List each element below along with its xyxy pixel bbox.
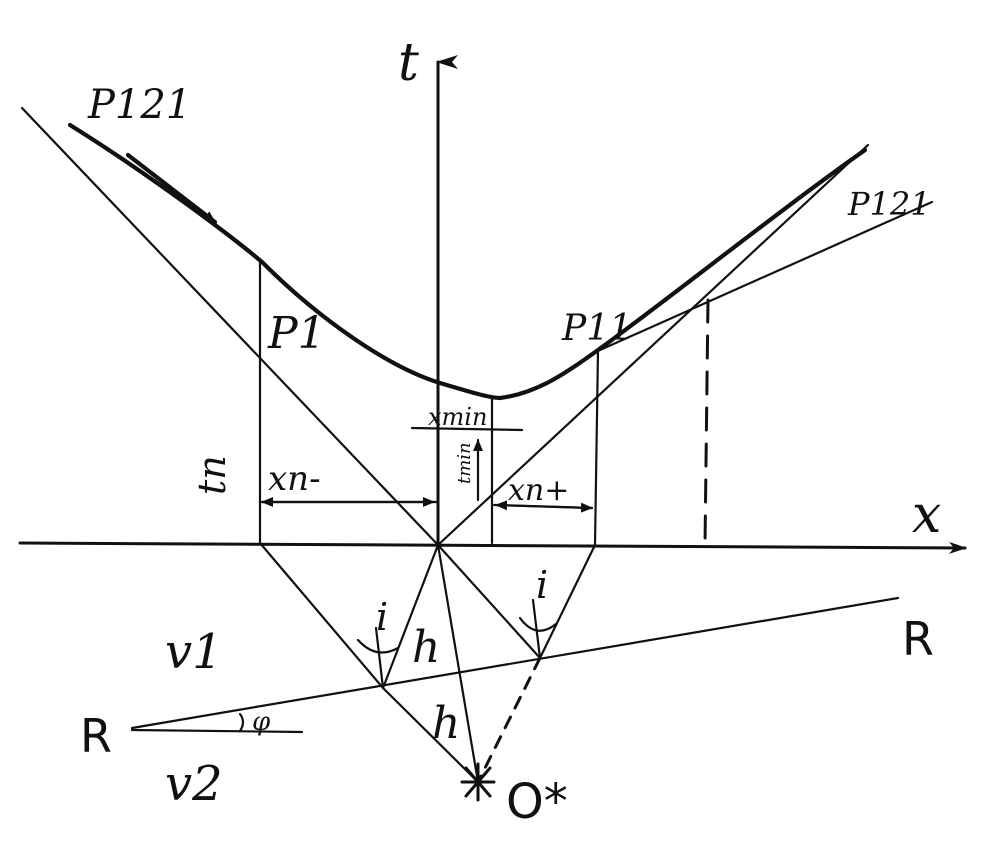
p11-label: P11: [561, 308, 632, 349]
i-right-label: i: [536, 563, 548, 607]
xn-plus-arrow-back: [494, 500, 594, 511]
xmin-label: xmin: [428, 403, 487, 431]
v2-label: v2: [165, 756, 223, 812]
ray-left-reflect-to-image: [381, 686, 480, 784]
xn-minus-label: xn-: [268, 459, 321, 499]
r-left-label: R: [80, 709, 112, 763]
h-upper-label: h: [412, 622, 440, 673]
r-right-label: R: [902, 612, 934, 666]
p121-right-label: P121: [847, 185, 931, 223]
h-lower-label: h: [432, 698, 460, 749]
incidence-normal-left: [374, 626, 385, 690]
crossover-dashed-guide: [703, 298, 710, 547]
incidence-normal-right: [531, 598, 542, 660]
reflected-wave-hyperbola: [67, 122, 868, 401]
i-left-label: i: [376, 595, 388, 639]
ray-origin-to-left-reflect: [381, 543, 440, 690]
tn-label: tn: [190, 455, 234, 495]
p1-label: P1: [267, 308, 326, 359]
incidence-arc-left: [356, 638, 400, 654]
o-star-label: O*: [506, 774, 568, 830]
v1-label: v1: [165, 624, 223, 680]
head-wave-left-line: [125, 152, 218, 225]
p121-left-label: P121: [87, 82, 191, 128]
xmin-arrow: [410, 426, 524, 432]
xn-plus-label: xn+: [508, 473, 569, 508]
incidence-arc-right: [518, 616, 558, 632]
reflector-line: [130, 596, 900, 730]
reflector-reference-line: [130, 728, 304, 734]
ray-right-reflect-to-image: [476, 656, 542, 784]
image-source-star-icon: [460, 762, 496, 802]
ray-origin-to-right-reflect: [436, 543, 542, 660]
ray-left-surface-to-reflect: [258, 541, 385, 690]
x-axis-line: [18, 541, 967, 554]
direct-wave-left-line: [20, 106, 440, 547]
right-vertical-guide: [593, 348, 600, 547]
ray-right-surface-to-reflect: [538, 543, 597, 660]
tmin-label: tmin: [454, 442, 475, 484]
direct-wave-right-line: [436, 143, 870, 547]
phi-label: φ: [252, 707, 271, 737]
t-axis-label: t: [398, 33, 419, 93]
ray-origin-to-image: [436, 543, 480, 784]
phi-angle-arc: [238, 712, 245, 733]
head-wave-right-line: [598, 200, 934, 352]
x-axis-label: x: [912, 485, 941, 545]
